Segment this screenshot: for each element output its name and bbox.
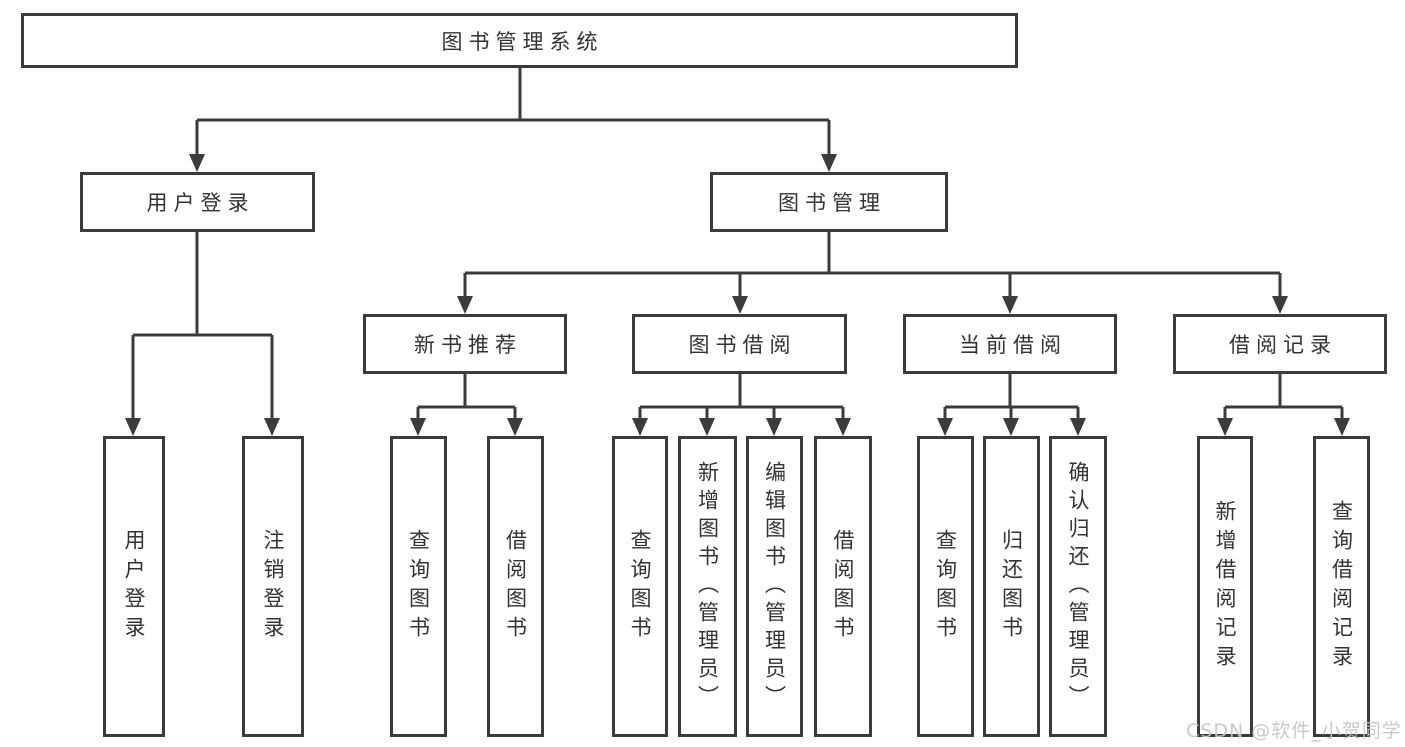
leaf-current-return-books-label: 归还图书 <box>999 528 1024 645</box>
leaf-borrow-add-books-admin-label: 新增图书（管理员） <box>695 460 720 713</box>
box-borrow-records: 借阅记录 <box>1173 314 1387 374</box>
leaf-borrow-edit-books-admin-label: 编辑图书（管理员） <box>762 460 787 713</box>
box-current-borrow: 当前借阅 <box>903 314 1117 374</box>
leaf-records-add-borrow-record: 新增借阅记录 <box>1197 436 1253 737</box>
leaf-borrow-query-books: 查询图书 <box>612 436 668 737</box>
watermark-text: CSDN @软件_小贺同学 <box>1186 720 1402 742</box>
leaf-newbooks-borrow-books: 借阅图书 <box>487 436 544 737</box>
tree-edges <box>131 68 1344 430</box>
box-user-login-label: 用户登录 <box>146 191 255 215</box>
box-book-management-label: 图书管理 <box>778 191 886 215</box>
leaf-borrow-borrow-books-label: 借阅图书 <box>831 528 856 645</box>
leaf-newbooks-query-books-label: 查询图书 <box>406 528 431 645</box>
leaf-borrow-add-books-admin: 新增图书（管理员） <box>678 436 737 737</box>
leaf-logout: 注销登录 <box>242 436 304 737</box>
leaf-current-query-books: 查询图书 <box>917 436 974 737</box>
leaf-borrow-query-books-label: 查询图书 <box>628 528 653 645</box>
leaf-records-query-borrow-record-label: 查询借阅记录 <box>1329 499 1354 674</box>
leaf-current-confirm-return-admin: 确认归还（管理员） <box>1049 436 1107 737</box>
leaf-newbooks-query-books: 查询图书 <box>390 436 447 737</box>
leaf-records-query-borrow-record: 查询借阅记录 <box>1313 436 1370 737</box>
box-book-borrow: 图书借阅 <box>632 314 847 374</box>
leaf-user-login: 用户登录 <box>103 436 165 737</box>
box-root: 图书管理系统 <box>21 13 1018 68</box>
leaf-logout-label: 注销登录 <box>261 528 286 645</box>
leaf-borrow-edit-books-admin: 编辑图书（管理员） <box>746 436 803 737</box>
leaf-records-add-borrow-record-label: 新增借阅记录 <box>1213 499 1238 674</box>
box-new-book-recommend: 新书推荐 <box>363 314 567 374</box>
leaf-borrow-borrow-books: 借阅图书 <box>814 436 872 737</box>
box-book-borrow-label: 图书借阅 <box>688 333 797 357</box>
leaf-current-return-books: 归还图书 <box>983 436 1040 737</box>
leaf-user-login-label: 用户登录 <box>122 528 147 645</box>
box-root-label: 图书管理系统 <box>441 29 604 54</box>
leaf-current-query-books-label: 查询图书 <box>933 528 958 645</box>
box-current-borrow-label: 当前借阅 <box>959 333 1067 357</box>
leaf-current-confirm-return-admin-label: 确认归还（管理员） <box>1066 460 1091 713</box>
leaf-newbooks-borrow-books-label: 借阅图书 <box>503 528 528 645</box>
box-book-management: 图书管理 <box>710 172 948 232</box>
box-new-book-recommend-label: 新书推荐 <box>414 333 522 357</box>
box-user-login: 用户登录 <box>80 172 315 232</box>
box-borrow-records-label: 借阅记录 <box>1229 333 1337 357</box>
